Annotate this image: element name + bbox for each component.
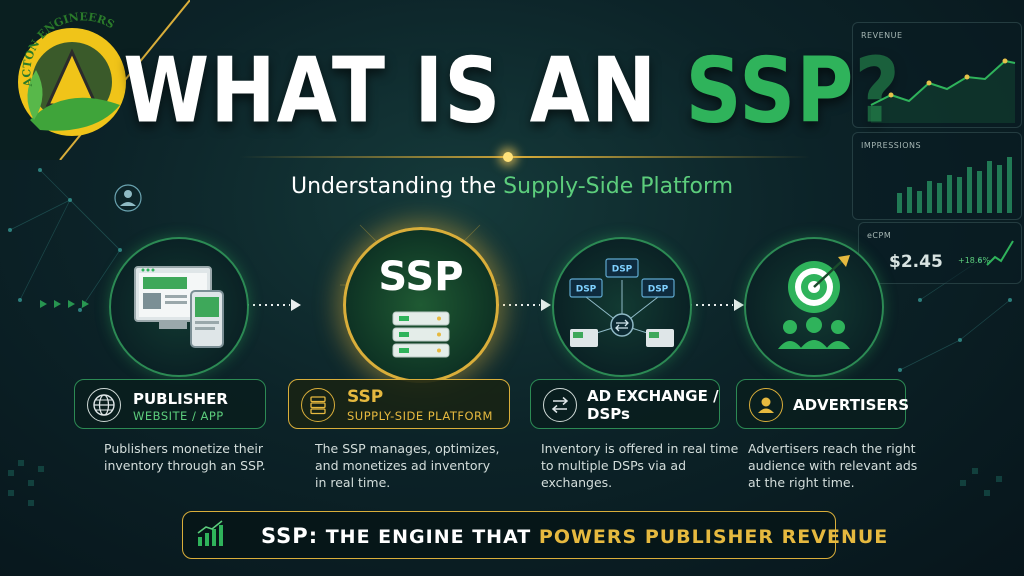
ssp-description: The SSP manages, optimizes, and monetize… bbox=[315, 441, 500, 490]
advertisers-circle bbox=[744, 237, 884, 377]
banner-text: SSP: THE ENGINE THAT POWERS PUBLISHER RE… bbox=[261, 524, 889, 548]
exchange-card: AD EXCHANGE / DSPs bbox=[530, 379, 720, 429]
revenue-line-chart bbox=[870, 58, 1016, 123]
bottom-banner: SSP: THE ENGINE THAT POWERS PUBLISHER RE… bbox=[182, 511, 887, 559]
ecpm-label: eCPM bbox=[867, 231, 892, 240]
page-title: WHAT IS AN SSP? bbox=[123, 40, 901, 144]
server-stack-icon bbox=[392, 311, 450, 358]
target-audience-icon bbox=[778, 255, 850, 349]
ecpm-value: $2.45 bbox=[889, 252, 943, 272]
advertisers-title: ADVERTISERS bbox=[793, 396, 910, 414]
impressions-bar-chart bbox=[897, 157, 1012, 213]
revenue-label: REVENUE bbox=[861, 31, 903, 40]
ecpm-trend-icon bbox=[986, 240, 1014, 266]
publisher-description: Publishers monetize their inventory thro… bbox=[104, 441, 266, 473]
title-divider bbox=[240, 156, 810, 158]
person-icon bbox=[749, 388, 783, 422]
publisher-title: PUBLISHER bbox=[133, 390, 228, 408]
ssp-circle: SSP bbox=[343, 227, 499, 383]
dsp-network: DSP DSP DSP bbox=[569, 258, 675, 347]
server-icon bbox=[301, 388, 335, 422]
impressions-label: IMPRESSIONS bbox=[861, 141, 922, 150]
advertisers-description: Advertisers reach the right audience wit… bbox=[748, 441, 918, 490]
exchange-arrows-icon bbox=[543, 388, 577, 422]
publisher-circle bbox=[109, 237, 249, 377]
devices-icon bbox=[134, 266, 224, 348]
globe-icon bbox=[87, 388, 121, 422]
impressions-panel: IMPRESSIONS bbox=[852, 132, 1022, 220]
title-spark bbox=[503, 152, 513, 162]
exchange-circle: DSP DSP DSP bbox=[552, 237, 692, 377]
ssp-card: SSP SUPPLY-SIDE PLATFORM bbox=[288, 379, 510, 429]
exchange-title: AD EXCHANGE / bbox=[587, 387, 719, 405]
revenue-panel: REVENUE bbox=[852, 22, 1022, 128]
exchange-title-line2: DSPs bbox=[587, 405, 630, 423]
logo bbox=[0, 0, 191, 161]
exchange-description: Inventory is offered in real time to mul… bbox=[541, 441, 739, 490]
page-subtitle: Understanding the Supply-Side Platform bbox=[290, 174, 734, 199]
ssp-circle-label: SSP bbox=[378, 254, 464, 300]
dsp-node-right: DSP bbox=[648, 285, 669, 295]
logo-text: ACTON ENGINEERS bbox=[20, 10, 116, 88]
dsp-node-left: DSP bbox=[576, 285, 597, 295]
growth-chart-icon bbox=[197, 520, 223, 546]
publisher-card: PUBLISHER WEBSITE / APP bbox=[74, 379, 266, 429]
publisher-subtitle: WEBSITE / APP bbox=[133, 409, 224, 423]
dsp-node-top: DSP bbox=[612, 265, 633, 275]
advertisers-card: ADVERTISERS bbox=[736, 379, 910, 429]
ssp-card-title: SSP bbox=[347, 387, 384, 407]
ecpm-change: +18.6% bbox=[958, 256, 991, 265]
ssp-card-subtitle: SUPPLY-SIDE PLATFORM bbox=[347, 409, 493, 423]
ecpm-panel: eCPM $2.45 +18.6% bbox=[858, 222, 1022, 284]
